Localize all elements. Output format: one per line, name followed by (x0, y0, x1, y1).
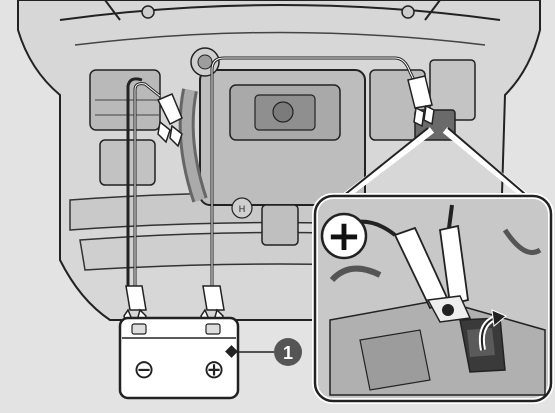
callout-number: 1 (283, 343, 293, 363)
jumper-cables (126, 56, 422, 290)
inset-detail (312, 193, 554, 404)
car-positive-clamp (407, 75, 435, 128)
callout-1 (225, 338, 302, 366)
booster-battery (118, 316, 240, 400)
battery-negative-symbol: ⊖ (133, 355, 155, 385)
inset-leader-outline (337, 127, 533, 201)
svg-text:H: H (239, 204, 246, 214)
ground-clamp (156, 93, 183, 148)
positive-terminal-badge (320, 212, 368, 260)
battery-positive-symbol: ⊕ (203, 355, 225, 385)
positive-symbol: + (326, 211, 361, 260)
